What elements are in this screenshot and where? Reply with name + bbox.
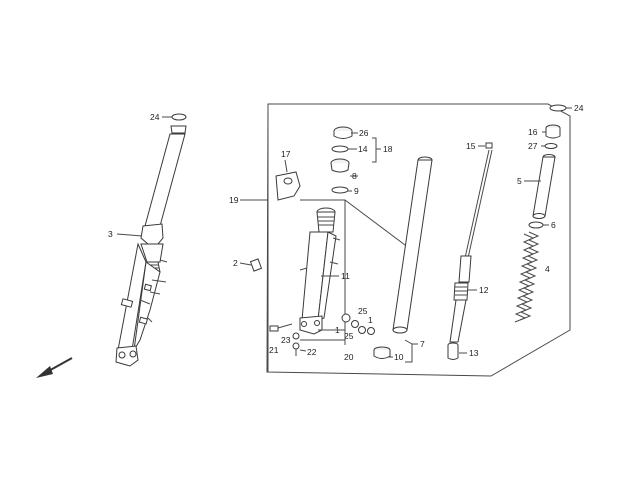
callout-17: 17 [281, 149, 291, 159]
part-8-seal [330, 158, 350, 173]
callout-15: 15 [466, 141, 476, 151]
callout-12: 12 [479, 285, 489, 295]
callout-24-left: 24 [150, 112, 160, 122]
part-12-damper-rod [449, 149, 493, 343]
part-14-oring [331, 145, 349, 153]
part-11-slider [299, 207, 341, 335]
callout-16: 16 [528, 127, 538, 137]
dust-seal-assembled [140, 223, 164, 245]
callout-9: 9 [354, 186, 359, 196]
slider-group-bracket [300, 199, 346, 341]
part-25-1-washers [341, 313, 375, 335]
callout-6: 6 [551, 220, 556, 230]
part-26-cap [333, 126, 353, 139]
callout-21: 21 [269, 345, 279, 355]
callout-18: 18 [383, 144, 393, 154]
callout-26: 26 [359, 128, 369, 138]
callout-19: 19 [229, 195, 239, 205]
callout-7: 7 [420, 339, 425, 349]
part-23-washer [292, 332, 300, 340]
part-22-bolt [292, 342, 300, 356]
assembled-fork-leg [115, 113, 187, 367]
slider-side [133, 261, 161, 351]
part-10-bushing [373, 346, 391, 359]
callout-2: 2 [233, 258, 238, 268]
part-13-lock-piece [447, 342, 459, 360]
callout-11: 11 [341, 271, 350, 281]
callout-20: 20 [344, 352, 354, 362]
fork-cap-assembled [170, 125, 187, 134]
callout-25-top: 25 [358, 306, 368, 316]
part-16-bolt-cap [545, 124, 561, 139]
callout-5: 5 [517, 176, 522, 186]
part-4-spring [514, 231, 540, 323]
exploded-view-frame [266, 103, 571, 377]
callout-14: 14 [358, 144, 368, 154]
part-15-nut [485, 142, 493, 149]
callout-25-bottom: 25 [344, 331, 354, 341]
callout-13: 13 [469, 348, 479, 358]
fork-tube-assembled [144, 133, 186, 227]
callout-1-right: 1 [368, 315, 373, 325]
callout-27: 27 [528, 141, 538, 151]
slider-upper [140, 243, 164, 263]
part-27-oring [544, 143, 558, 149]
callout-4: 4 [545, 264, 550, 274]
part-9-clip [331, 186, 349, 194]
callout-3: 3 [108, 229, 113, 239]
callout-24-right: 24 [574, 103, 584, 113]
part-6-washer [528, 221, 544, 229]
part-7-fork-tube [392, 156, 433, 334]
callout-10: 10 [394, 352, 404, 362]
callout-8: 8 [352, 171, 357, 181]
part-5-spacer [532, 154, 556, 219]
part-21-bolt [269, 323, 293, 332]
front-direction-arrow-icon [36, 357, 73, 378]
top-cap-ring-assembled [171, 113, 187, 121]
part-24-ring-right [549, 104, 567, 112]
callout-22: 22 [307, 347, 317, 357]
callout-23: 23 [281, 335, 291, 345]
part-17-cover [275, 171, 301, 201]
part-2-pin [249, 258, 263, 272]
